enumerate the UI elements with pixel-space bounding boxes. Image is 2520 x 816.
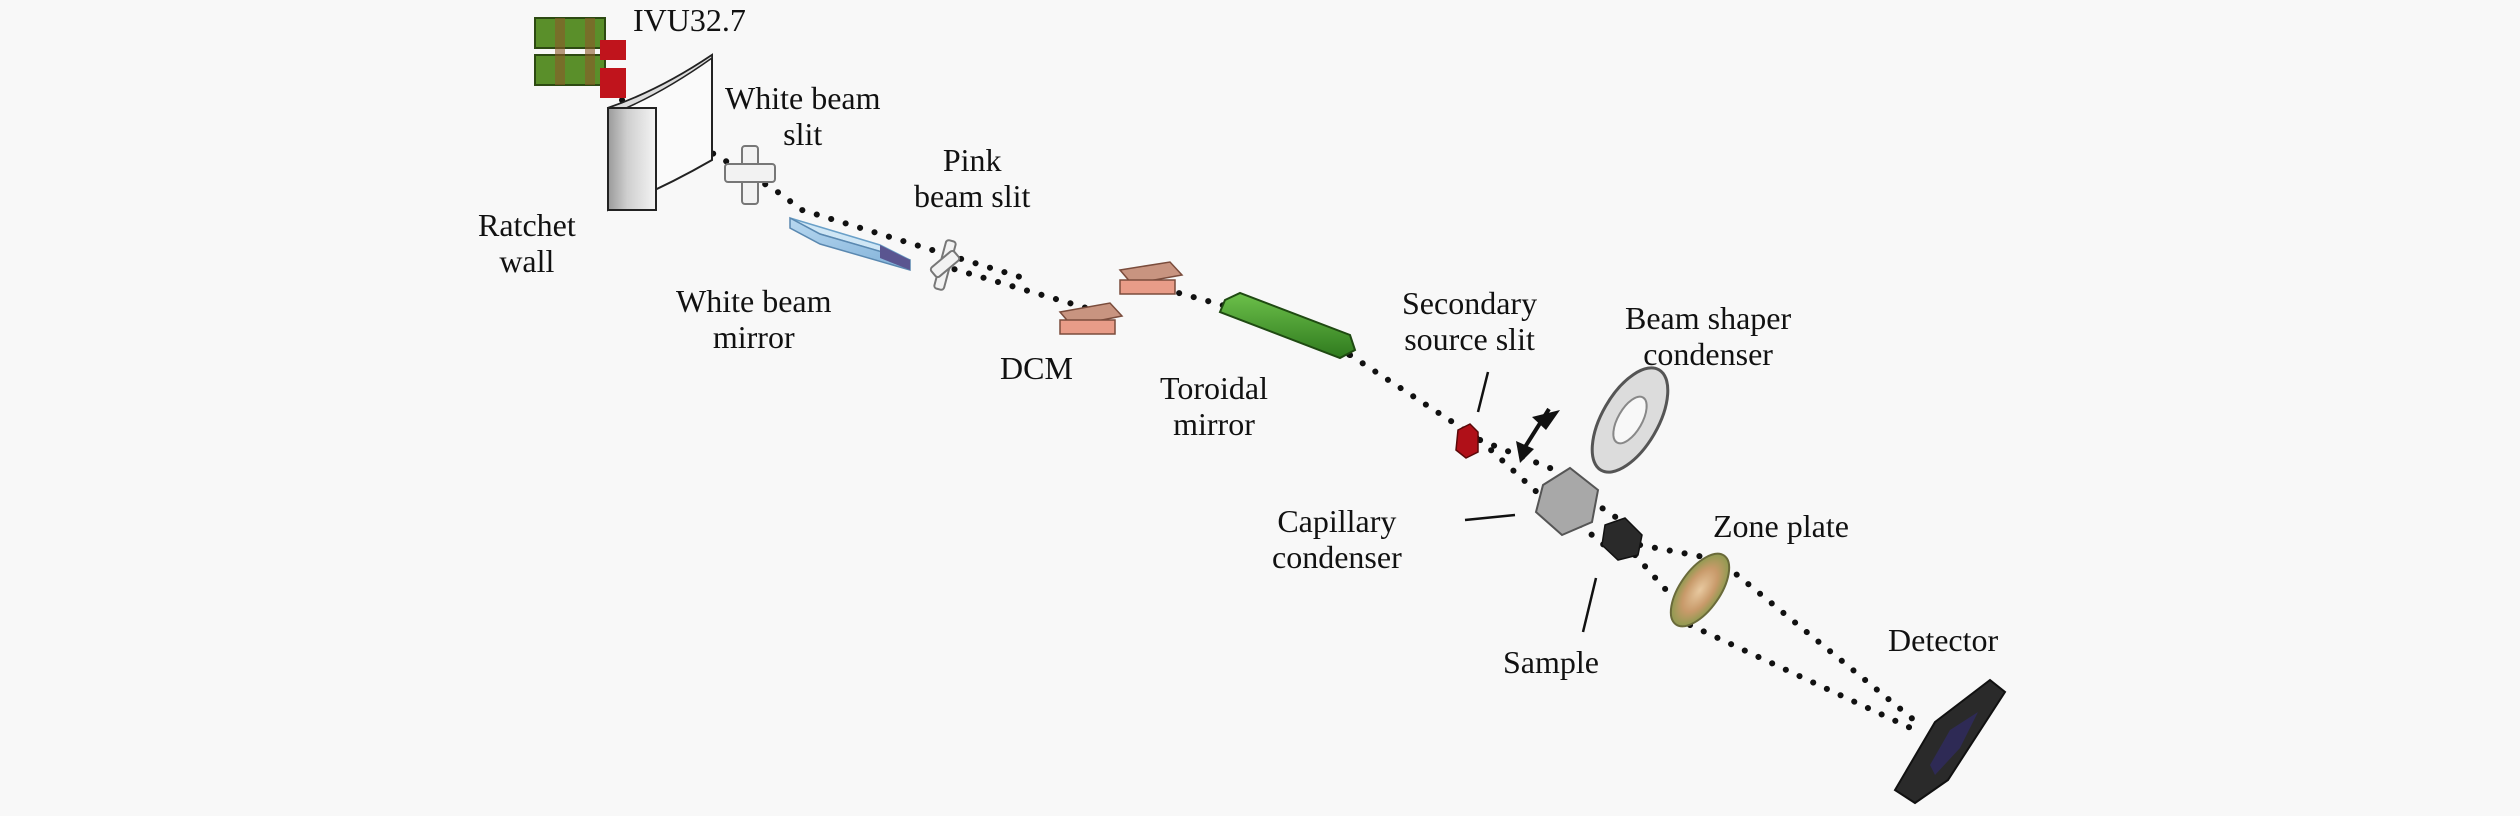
label-line: Secondary bbox=[1402, 285, 1538, 321]
label-line: White beam bbox=[676, 283, 832, 319]
label-line: DCM bbox=[1000, 350, 1073, 386]
beam-segment-toroid-slit bbox=[1347, 352, 1483, 443]
label-detector: Detector bbox=[1888, 622, 1998, 658]
beam-segment-pinkslit-dcm bbox=[937, 262, 1103, 315]
pink-beam-slit-icon bbox=[929, 239, 961, 291]
label-sample: Sample bbox=[1503, 644, 1599, 680]
beam-segment-zp-detector-bot bbox=[1687, 622, 1918, 733]
label-line: source slit bbox=[1404, 321, 1535, 357]
beam-shaper-condenser-icon bbox=[1590, 366, 1670, 474]
secondary-source-slit-leader bbox=[1476, 371, 1490, 413]
secondary-source-slit-icon bbox=[1455, 423, 1479, 459]
label-toroidal-mirror: Toroidal mirror bbox=[1160, 370, 1268, 442]
dcm-icon bbox=[1058, 261, 1184, 335]
label-line: Capillary bbox=[1277, 503, 1397, 539]
sample-icon bbox=[1601, 517, 1643, 561]
label-capillary-condenser: Capillary condenser bbox=[1272, 503, 1402, 575]
white-beam-mirror-icon bbox=[789, 216, 911, 271]
label-line: mirror bbox=[712, 319, 795, 355]
beam-segment-slit-condenser-top bbox=[1477, 437, 1558, 473]
label-line: condenser bbox=[1643, 336, 1773, 372]
label-dcm: DCM bbox=[1000, 350, 1073, 386]
undulator-icon bbox=[534, 17, 626, 98]
label-pink-beam-slit: Pink beam slit bbox=[914, 142, 1030, 214]
toroidal-mirror-icon bbox=[1218, 291, 1357, 360]
label-line: slit bbox=[783, 116, 823, 152]
beam-path bbox=[619, 97, 1923, 733]
label-line: beam slit bbox=[914, 178, 1031, 214]
label-line: Beam shaper bbox=[1625, 300, 1792, 336]
label-secondary-source-slit: Secondary source slit bbox=[1402, 285, 1537, 357]
label-line: Toroidal bbox=[1160, 370, 1268, 406]
label-line: IVU32.7 bbox=[633, 2, 746, 38]
label-line: Sample bbox=[1503, 644, 1599, 680]
label-line: Pink bbox=[942, 142, 1002, 178]
beam-segment-zp-bot bbox=[1632, 552, 1678, 603]
capillary-condenser-icon bbox=[1534, 466, 1600, 537]
ratchet-wall-icon bbox=[606, 53, 713, 212]
capillary-condenser-leader bbox=[1464, 513, 1516, 522]
sample-leader bbox=[1581, 577, 1598, 633]
label-ratchet-wall: Ratchet wall bbox=[478, 207, 576, 279]
label-line: White beam bbox=[725, 80, 881, 116]
beam-segment-zp-top bbox=[1637, 542, 1723, 563]
double-arrow-icon bbox=[1516, 407, 1560, 463]
label-line: Zone plate bbox=[1713, 508, 1849, 544]
beam-segment-slit-condenser-bot bbox=[1477, 437, 1543, 498]
label-undulator: IVU32.7 bbox=[633, 2, 746, 38]
label-line: Detector bbox=[1888, 622, 1999, 658]
label-line: mirror bbox=[1173, 406, 1255, 442]
beam-segment-condenser-sample-top bbox=[1587, 497, 1623, 523]
zone-plate-icon bbox=[1669, 552, 1731, 628]
label-line: wall bbox=[499, 243, 555, 279]
label-line: Ratchet bbox=[478, 207, 576, 243]
label-white-beam-slit: White beam slit bbox=[725, 80, 880, 152]
detector-icon bbox=[1893, 678, 2007, 805]
label-beam-shaper-condenser: Beam shaper condenser bbox=[1625, 300, 1791, 372]
label-zone-plate: Zone plate bbox=[1713, 508, 1849, 544]
label-line: condenser bbox=[1272, 539, 1402, 575]
white-beam-slit-icon bbox=[724, 145, 776, 205]
beam-segment-zp-detector-top bbox=[1722, 562, 1923, 728]
label-white-beam-mirror: White beam mirror bbox=[676, 283, 831, 355]
